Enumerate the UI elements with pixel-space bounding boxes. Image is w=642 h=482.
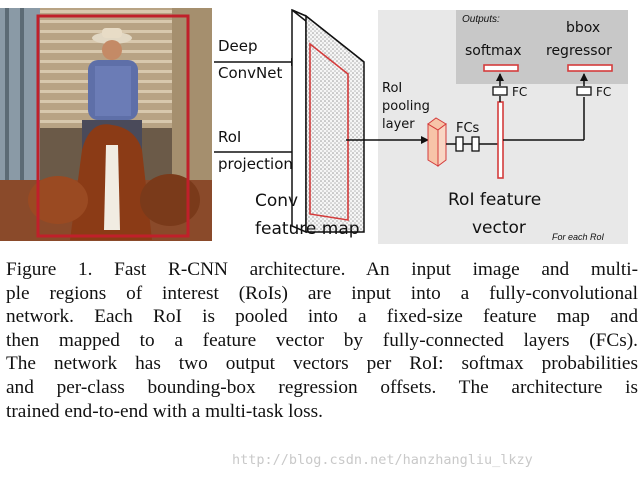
conv-feature-map	[291, 8, 365, 234]
watermark-text: http://blog.csdn.net/hanzhangliu_lkzy	[232, 452, 533, 468]
fc-left-label: FC	[512, 85, 527, 99]
fc-block-2	[471, 136, 480, 152]
feature-map-label: feature map	[255, 219, 360, 239]
caption-line: ple regions of interest (RoIs) are input…	[6, 282, 638, 304]
roi-feature-label: RoI feature	[448, 190, 541, 210]
vector-label: vector	[472, 218, 526, 238]
input-image	[0, 8, 212, 241]
for-each-roi-label: For each RoI	[552, 232, 605, 242]
caption-line: and per-class bounding-box regression of…	[6, 376, 638, 398]
roi-label: RoI	[218, 128, 241, 146]
caption-line: then mapped to a feature vector by fully…	[6, 329, 638, 351]
figure-caption: Figure 1. Fast R-CNN architecture. An in…	[6, 258, 638, 423]
roi-box	[36, 14, 190, 238]
roi-pool-label-3: layer	[382, 117, 415, 132]
bbox-output	[567, 64, 613, 72]
architecture-figure: Deep ConvNet RoI projection Conv feature…	[0, 8, 628, 244]
softmax-label: softmax	[465, 43, 522, 59]
regressor-label: regressor	[546, 43, 612, 59]
roi-pooling-block	[427, 117, 447, 167]
convnet-label: ConvNet	[218, 64, 282, 82]
softmax-output	[483, 64, 519, 72]
fc-block-1	[455, 136, 464, 152]
roi-pool-label-2: pooling	[382, 99, 430, 114]
caption-line: trained end-to-end with a multi-task los…	[6, 400, 324, 422]
caption-line: network. Each RoI is pooled into a fixed…	[6, 306, 638, 328]
conv-label: Conv	[255, 191, 298, 211]
fcs-label: FCs	[456, 121, 480, 136]
outputs-label: Outputs:	[462, 14, 500, 25]
roi-feature-vector	[497, 101, 504, 179]
caption-line: The network has two output vectors per R…	[6, 353, 638, 375]
fc-softmax-block	[492, 86, 508, 96]
deep-label: Deep	[218, 37, 258, 55]
projected-roi	[309, 42, 349, 221]
fc-bbox-block	[576, 86, 592, 96]
projection-label: projection	[218, 155, 293, 173]
roi-pool-label-1: RoI	[382, 81, 402, 96]
fc-right-label: FC	[596, 85, 611, 99]
caption-line: Figure 1. Fast R-CNN architecture. An in…	[6, 259, 638, 280]
bbox-label: bbox	[566, 20, 600, 36]
